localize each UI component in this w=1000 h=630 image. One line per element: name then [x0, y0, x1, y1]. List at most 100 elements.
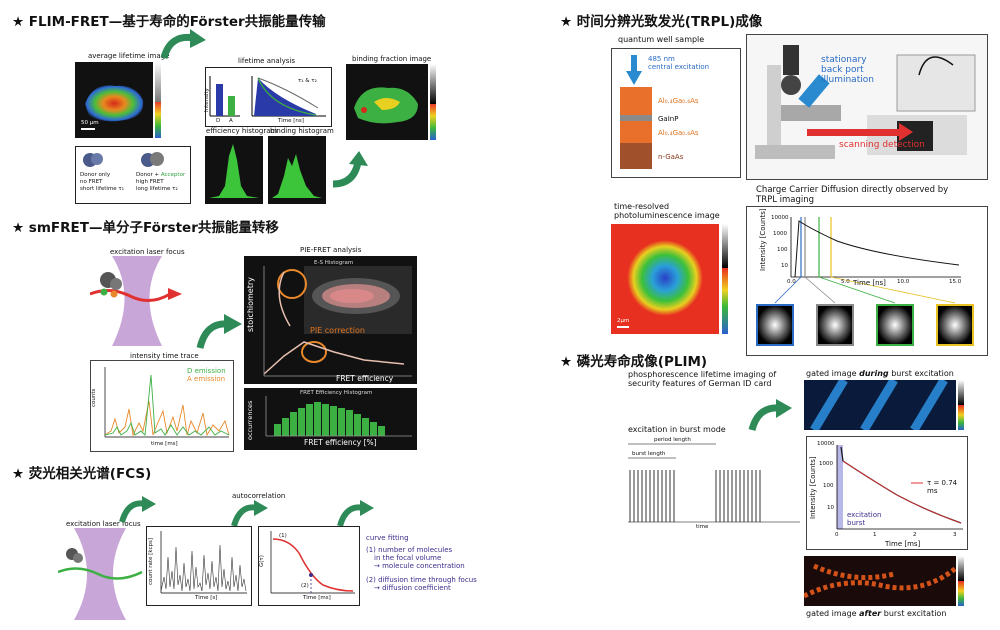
scanning-detection-label: scanning detection — [839, 140, 925, 150]
count-rate-panel: count rate [kcps] Time [s] — [146, 526, 252, 606]
fit-item-1a: (1) number of molecules — [366, 546, 453, 554]
binding-histogram-label: binding histogram — [270, 127, 334, 135]
charge-carrier-label-2: TRPL imaging — [756, 195, 815, 205]
fcs-section-title: ★ 荧光相关光谱(FCS) — [12, 466, 152, 482]
plim-ytick-1: 10000 — [817, 441, 835, 447]
burst-length-label: burst length — [632, 451, 666, 457]
trpl-section-title: ★ 时间分辨光致发光(TRPL)成像 — [560, 14, 763, 30]
efficiency-histogram-label: efficiency histogram — [206, 127, 278, 135]
burst-mode-diagram: period length burst length time — [624, 436, 804, 536]
average-lifetime-image: 50 µm — [75, 62, 153, 138]
after-burst-label: gated image after burst excitation — [806, 609, 947, 618]
excitation-wavelength: 485 nm — [648, 55, 675, 63]
period-length-label: period length — [654, 437, 691, 443]
layer-algaas-bottom — [620, 121, 652, 143]
quantum-well-panel: 485 nm central excitation Al₀.₄Ga₀.₆As G… — [611, 48, 741, 178]
quantum-well-title: quantum well sample — [618, 35, 705, 44]
tau-label: τ = 0.74 ms — [927, 479, 958, 495]
bar-d-label: D — [216, 118, 221, 124]
fit-item-1b: in the focal volume — [374, 554, 442, 562]
fit-item-2b: → diffusion coefficient — [374, 584, 451, 592]
during-burst-image — [804, 380, 956, 430]
trpl-ylabel: Intensity [Counts] — [759, 208, 767, 271]
plim-ytick-4: 10 — [827, 505, 834, 511]
trpl-ytick-2: 1000 — [773, 231, 787, 237]
excitation-mode: central excitation — [648, 63, 710, 71]
donor-acceptor-line2: high FRET — [136, 179, 164, 185]
plim-xtick-2: 1 — [873, 532, 877, 538]
time-ms-label: time [ms] — [151, 441, 178, 447]
tau-legend: τ₁ & τ₂ — [298, 78, 317, 84]
trpl-scale-bar: 2µm — [617, 318, 630, 324]
laser-focus-icon — [58, 528, 143, 620]
grey-colorbar — [430, 64, 436, 104]
trpl-colorbar — [722, 224, 728, 334]
time-s-label: Time [s] — [195, 595, 218, 601]
plim-xtick-1: 0 — [835, 532, 839, 538]
stationary-label-3: illumination — [821, 75, 874, 85]
scale-bar-label: 50 µm — [81, 120, 99, 126]
green-arrow-icon — [337, 500, 374, 527]
trpl-image-label-1: time-resolved — [614, 202, 670, 211]
layer-gainp — [620, 115, 652, 121]
time-label: time — [696, 524, 709, 530]
binding-histogram — [268, 136, 326, 204]
trpl-image-label-2: photoluminescence image — [614, 211, 720, 220]
excitation-arrow-icon — [626, 55, 642, 85]
fit-item-2a: (2) diffusion time through focus — [366, 576, 477, 584]
trpl-ytick-3: 100 — [777, 247, 788, 253]
microscope-setup-panel: stationary back port illumination scanni… — [746, 34, 988, 180]
layer3-label: Al₀.₄Ga₀.₆As — [658, 129, 699, 137]
donor-acceptor-line3: long lifetime τ₂ — [136, 186, 178, 192]
efficiency-histogram — [205, 136, 263, 204]
charge-carrier-label-1: Charge Carrier Diffusion directly observ… — [756, 185, 949, 195]
plim-colorbar-bottom — [958, 556, 964, 606]
pie-fret-panel: E-S Histogram stoichiometry PIE correcti… — [244, 256, 417, 384]
laser-focus-icon — [90, 256, 182, 346]
green-arrow-icon — [160, 29, 206, 60]
plim-colorbar-top — [958, 380, 964, 430]
plim-ytick-2: 1000 — [819, 461, 833, 467]
d-emission-label: D emission — [187, 367, 226, 375]
autocorrelation-label: autocorrelation — [232, 492, 286, 500]
during-burst-label: gated image during burst excitation — [806, 369, 954, 378]
fit-item-1c: → molecule concentration — [374, 562, 465, 570]
layer-ngaas — [620, 143, 652, 169]
binding-fraction-image — [346, 64, 428, 140]
color-colorbar — [430, 104, 436, 140]
pie-correction-label: PIE correction — [310, 326, 365, 335]
lifetime-xlabel: Time [ns] — [278, 118, 304, 124]
green-arrow-icon — [332, 151, 368, 188]
fret-efficiency-histogram: FRET Efficiency Histogram occurrences FR… — [244, 388, 417, 450]
flim-section-title: ★ FLIM-FRET—基于寿命的Förster共振能量传输 — [12, 14, 326, 30]
trpl-xlabel: Time [ns] — [853, 279, 886, 287]
intensity-trace-title: intensity time trace — [130, 352, 199, 360]
trpl-ytick-1: 10000 — [771, 215, 789, 221]
donor-molecule-icon — [83, 153, 103, 167]
curve-fitting-label: curve fitting — [366, 534, 409, 542]
plim-section-title: ★ 磷光寿命成像(PLIM) — [560, 354, 708, 370]
lifetime-analysis-title: lifetime analysis — [238, 57, 296, 65]
smfret-section-title: ★ smFRET—单分子Förster共振能量转移 — [12, 220, 279, 236]
trpl-ytick-4: 10 — [781, 263, 788, 269]
green-arrow-icon — [231, 500, 268, 527]
excitation-laser-label: excitation laser focus — [110, 248, 185, 256]
excitation-burst-label-1: excitation — [847, 511, 882, 519]
plim-ylabel: Intensity [Counts] — [809, 456, 817, 519]
bar-a-label: A — [229, 118, 233, 124]
fcs-time-ms-label: Time [ms] — [303, 595, 331, 601]
layer1-label: Al₀.₄Ga₀.₆As — [658, 97, 699, 105]
fret-efficiency-label: FRET efficiency — [336, 374, 394, 383]
counts-label: counts — [91, 388, 97, 407]
donor-acceptor-legend: Donor only no FRET short lifetime τ₁ Don… — [75, 146, 191, 204]
layer2-label: GaInP — [658, 115, 679, 123]
plim-xtick-3: 2 — [913, 532, 917, 538]
es-histogram-label: E-S Histogram — [314, 260, 354, 266]
stationary-label-2: back port — [821, 65, 864, 75]
trpl-xtick-3: 10.0 — [897, 279, 910, 285]
layer-algaas-top — [620, 87, 652, 115]
fret-hist-title: FRET Efficiency Histogram — [300, 390, 373, 396]
intensity-axis-label: Intensity — [204, 88, 210, 112]
burst-mode-label: excitation in burst mode — [628, 425, 726, 434]
plim-xlabel: Time [ms] — [885, 540, 921, 548]
